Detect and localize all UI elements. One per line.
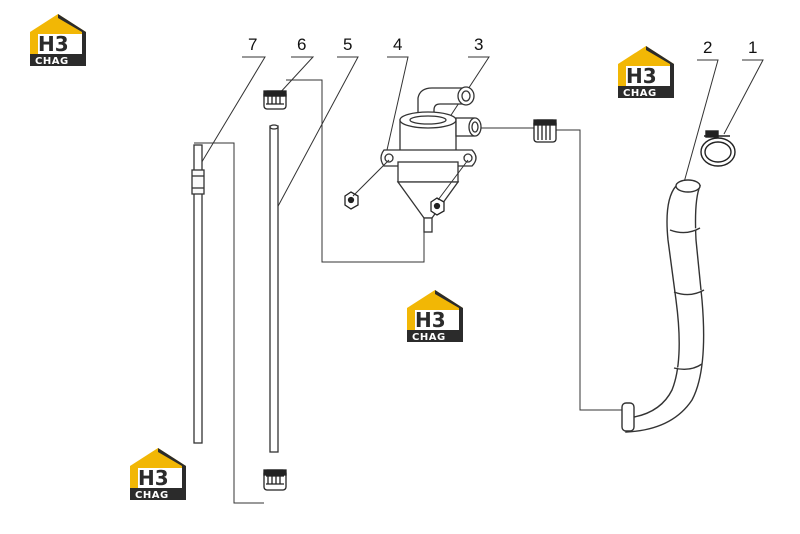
bolt-leaders xyxy=(352,159,469,201)
leader-lines xyxy=(196,56,764,211)
hose-connector xyxy=(533,119,557,143)
logo-sub-text: CHAG xyxy=(412,332,446,343)
logo-main-text: H3 xyxy=(38,32,69,56)
logo-sub-text: CHAG xyxy=(135,490,169,501)
pipe-7 xyxy=(191,144,205,444)
bolt-4-right xyxy=(430,197,445,216)
watermark-logo-bottom-left: H3 CHAG xyxy=(130,448,186,501)
logo-main-text: H3 xyxy=(626,64,657,88)
logo-sub-text: CHAG xyxy=(35,56,69,67)
callout-2: 2 xyxy=(703,38,712,57)
watermark-logo-top-left: H3 CHAG xyxy=(30,14,86,67)
clamp-1 xyxy=(700,130,736,167)
hose-2 xyxy=(621,179,705,433)
nut-6-bottom xyxy=(263,469,287,491)
connection-lines xyxy=(194,79,622,504)
callout-1: 1 xyxy=(748,38,757,57)
logo-sub-text: CHAG xyxy=(623,88,657,99)
callout-6: 6 xyxy=(297,35,306,54)
callout-5: 5 xyxy=(343,35,352,54)
pipe-5 xyxy=(269,124,279,453)
watermark-logo-center: H3 CHAG xyxy=(407,290,463,343)
logo-main-text: H3 xyxy=(138,466,169,490)
bolt-4-left xyxy=(344,191,359,210)
watermark-logo-top-right: H3 CHAG xyxy=(618,46,674,99)
nut-6-top xyxy=(263,90,287,110)
separator-3 xyxy=(380,86,482,233)
logo-main-text: H3 xyxy=(415,308,446,332)
callout-4: 4 xyxy=(393,35,402,54)
callout-3: 3 xyxy=(474,35,483,54)
callout-7: 7 xyxy=(248,35,257,54)
